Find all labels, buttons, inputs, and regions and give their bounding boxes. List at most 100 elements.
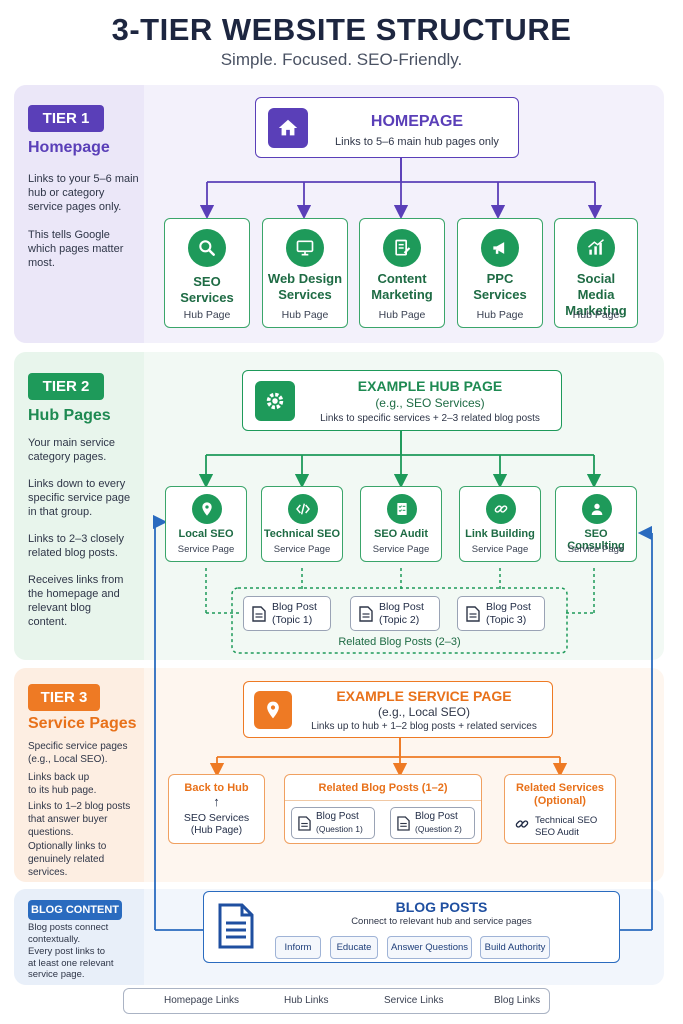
related-blog-posts-box[interactable]: Related Blog Posts (1–2) Blog Post(Quest… [284, 774, 482, 844]
hub-card-sub: Hub Page [281, 309, 329, 321]
legend-label: Hub Links [284, 995, 329, 1006]
service-card-technical-seo[interactable]: Technical SEO Service Page [261, 486, 343, 562]
hub-card-ppc[interactable]: PPC Services Hub Page [457, 218, 543, 328]
blog-post-chip[interactable]: Blog Post(Topic 1) [243, 596, 331, 631]
tier2-side [14, 352, 144, 660]
service-card-sub: Service Page [177, 544, 235, 555]
service-card-link-building[interactable]: Link Building Service Page [459, 486, 541, 562]
example-service-box[interactable]: EXAMPLE SERVICE PAGE (e.g., Local SEO) L… [243, 681, 553, 738]
hub-card-social[interactable]: Social Media Marketing Hub Page [554, 218, 638, 328]
blog-post-question: (Question 2) [415, 824, 462, 834]
blog-post-topic: (Topic 1) [272, 613, 313, 626]
blog-post-chip[interactable]: Blog Post (Question 1) [291, 807, 375, 839]
document-edit-icon [383, 229, 421, 267]
pill-build-authority: Build Authority [480, 936, 550, 959]
blog-post-topic: (Topic 3) [486, 613, 527, 626]
page-title: 3-TIER WEBSITE STRUCTURE [111, 12, 572, 47]
blog-post-title: Blog Post [486, 600, 531, 613]
service-card-local-seo[interactable]: Local SEO Service Page [165, 486, 247, 562]
hub-card-web-design[interactable]: Web Design Services Hub Page [262, 218, 348, 328]
service-card-sub: Service Page [372, 544, 430, 555]
tier3-text-1: Specific service pages (e.g., Local SEO)… [28, 741, 128, 765]
blog-post-title: Blog Post [379, 600, 424, 613]
blog-post-question: (Question 1) [316, 824, 363, 834]
example-service-paren: (e.g., Local SEO) [377, 705, 471, 719]
legend-service-links: Service Links [384, 995, 443, 1006]
service-card-seo-audit[interactable]: SEO Audit Service Page [360, 486, 442, 562]
link-icon [515, 820, 529, 828]
home-icon [268, 108, 308, 148]
tier1-text-1: Links to your 5–6 main hub or category s… [28, 173, 139, 213]
hub-card-title: SEO Services [180, 274, 234, 305]
document-icon [252, 605, 266, 622]
link-icon [486, 494, 516, 524]
blog-text-2: Every post links to at least one relevan… [28, 946, 114, 980]
hub-card-seo[interactable]: SEO Services Hub Page [164, 218, 250, 328]
tier1-badge: TIER 1 [28, 105, 104, 132]
code-icon [288, 494, 318, 524]
tier1-text-2: This tells Google which pages matter mos… [28, 229, 124, 269]
related-services-title: Related Services [515, 782, 605, 794]
hub-card-title: Social Media Marketing [565, 271, 627, 318]
tier2-text-4: Receives links from the homepage and rel… [28, 574, 124, 628]
example-hub-sub: Links to specific services + 2–3 related… [320, 413, 540, 424]
homepage-sub: Links to 5–6 main hub pages only [335, 136, 499, 148]
tier3-text-3: Links to 1–2 blog posts that answer buye… [28, 801, 131, 838]
location-pin-icon [254, 691, 292, 729]
back-to-hub-box[interactable]: Back to Hub ↑ SEO Services (Hub Page) [168, 774, 265, 844]
legend-label: Blog Links [494, 995, 541, 1006]
tier3-text-4: Optionally links to genuinely related se… [28, 841, 107, 878]
example-service-sub: Links up to hub + 1–2 blog posts + relat… [311, 721, 537, 732]
blog-post-title: Blog Post [316, 811, 359, 822]
hub-card-content[interactable]: Content Marketing Hub Page [359, 218, 445, 328]
megaphone-icon [481, 229, 519, 267]
tier2-text-3: Links to 2–3 closely related blog posts. [28, 533, 124, 559]
example-hub-paren: (e.g., SEO Services) [375, 396, 485, 410]
related-services-line1: Technical SEO [535, 815, 598, 826]
gear-icon [255, 381, 295, 421]
related-services-line2: SEO Audit [535, 827, 579, 838]
person-icon [582, 494, 612, 524]
page-subtitle: Simple. Focused. SEO-Friendly. [220, 50, 463, 69]
related-blogs-label: Related Blog Posts (2–3) [338, 636, 461, 648]
legend [123, 988, 550, 1014]
document-icon [218, 903, 254, 949]
related-services-box[interactable]: Related Services (Optional) Technical SE… [504, 774, 616, 844]
homepage-box[interactable]: HOMEPAGE Links to 5–6 main hub pages onl… [255, 97, 519, 158]
service-card-seo-consulting[interactable]: SEO Consulting Service Page [555, 486, 637, 562]
blog-post-chip[interactable]: Blog Post(Topic 3) [457, 596, 545, 631]
service-card-title: SEO Audit [374, 528, 428, 540]
blog-post-chip[interactable]: Blog Post(Topic 2) [350, 596, 440, 631]
service-card-title: Local SEO [178, 528, 234, 540]
tier2-text-2: Links down to every specific service pag… [28, 478, 131, 518]
tier2-title: Hub Pages [28, 407, 111, 424]
tier1-title: Homepage [28, 139, 110, 156]
blog-content-badge: BLOG CONTENT [28, 900, 122, 920]
hub-card-sub: Hub Page [476, 309, 524, 321]
hub-card-sub: Hub Page [378, 309, 426, 321]
example-hub-title: EXAMPLE HUB PAGE [357, 378, 503, 394]
pill-inform: Inform [275, 936, 321, 959]
blog-posts-box[interactable]: BLOG POSTS Connect to relevant hub and s… [203, 891, 620, 963]
arrow-up-icon: ↑ [213, 794, 220, 809]
tier3-text-2: Links back up to its hub page. [28, 772, 97, 796]
blog-post-title: Blog Post [415, 811, 458, 822]
legend-label: Service Links [384, 995, 444, 1006]
blog-text-1: Blog posts connect contextually. [28, 922, 109, 945]
blog-post-chip[interactable]: Blog Post (Question 2) [390, 807, 475, 839]
service-card-title: Link Building [465, 528, 535, 540]
hub-card-sub: Hub Page [572, 309, 620, 321]
tier2-badge: TIER 2 [28, 373, 104, 400]
document-icon [359, 605, 373, 622]
blog-posts-sub: Connect to relevant hub and service page… [351, 916, 532, 927]
example-hub-box[interactable]: EXAMPLE HUB PAGE (e.g., SEO Services) Li… [242, 370, 562, 431]
hub-card-title: Content Marketing [371, 271, 433, 302]
service-card-title: Technical SEO [263, 528, 341, 540]
document-icon [397, 815, 410, 831]
service-card-sub: Service Page [273, 544, 331, 555]
legend-label: Homepage Links [164, 995, 240, 1006]
tier3-title: Service Pages [28, 715, 137, 732]
blog-posts-title: BLOG POSTS [395, 899, 488, 915]
service-card-sub: Service Page [471, 544, 529, 555]
hub-card-sub: Hub Page [183, 309, 231, 321]
